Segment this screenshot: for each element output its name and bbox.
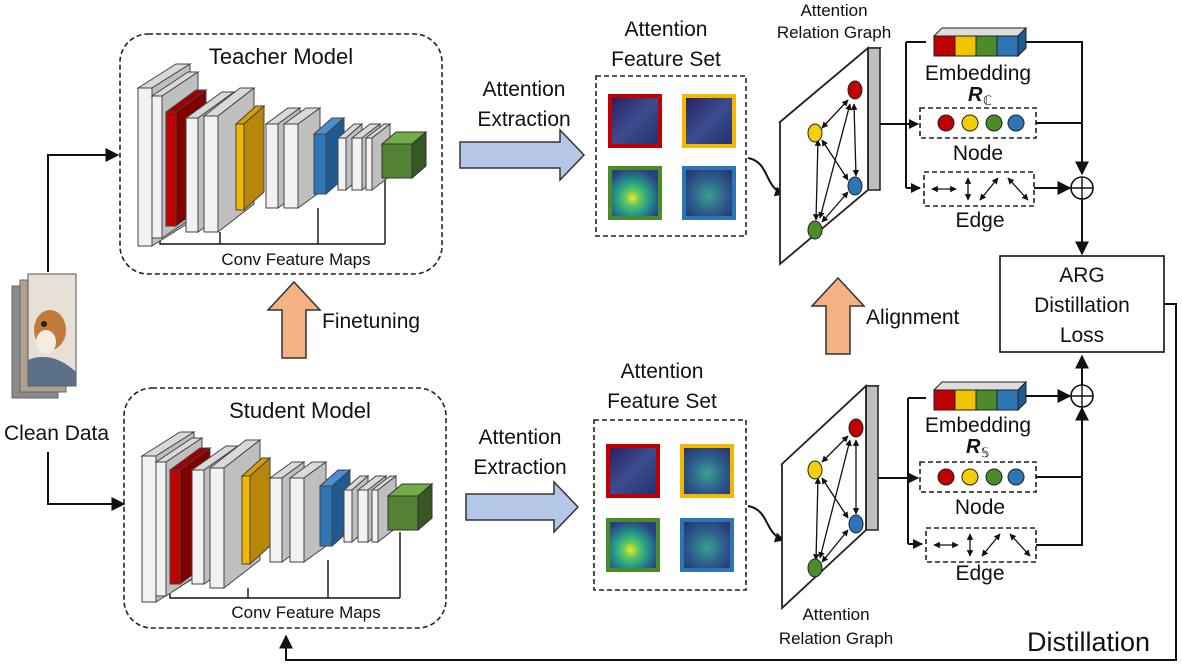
arg-loss-box — [999, 255, 1165, 353]
extraction-top-arrow — [459, 128, 586, 182]
edge-top-label: Edge — [955, 209, 1004, 232]
finetuning-label: Finetuning — [322, 310, 420, 333]
attention-relation-graph-top — [777, 46, 883, 266]
graph-node-blue — [847, 176, 863, 196]
branch-top: Embedding R ℂ Node Edge — [880, 26, 1094, 256]
teacher-conv-layers — [136, 63, 428, 247]
branch-bottom: Embedding R 𝕊 Node Edge — [878, 354, 1094, 585]
clean-data-label: Clean Data — [4, 422, 109, 445]
feature-map-red — [608, 94, 662, 148]
node-dot-green — [985, 468, 1003, 486]
node-dot-red — [937, 114, 955, 132]
feature-set-top-box — [595, 75, 747, 237]
edge-bottom-to-sum — [1036, 406, 1089, 546]
student-model-box — [123, 387, 447, 629]
clean-to-teacher-arrow — [47, 148, 120, 272]
edge-bottom-arrows — [933, 533, 1031, 557]
graph-node-red — [847, 80, 863, 100]
distillation-feedback-arrow — [279, 303, 1177, 661]
feature-map-yellow — [680, 444, 734, 498]
feature-set-top-line2: Feature Set — [611, 48, 721, 71]
extraction-top-line2: Extraction — [477, 108, 570, 131]
student-conv-layers — [140, 431, 434, 603]
feature-maps-bottom — [606, 444, 734, 572]
node-dot-yellow — [961, 114, 979, 132]
sum-top-icon — [1070, 176, 1094, 200]
sum-bottom-icon — [1070, 384, 1094, 408]
graph-top-line1: Attention — [800, 1, 867, 20]
finetuning-arrow — [266, 280, 322, 359]
loss-line3: Loss — [1060, 324, 1104, 347]
feature-map-blue — [680, 518, 734, 572]
feature-to-graph-bottom-connector — [747, 505, 785, 543]
feature-map-blue — [682, 166, 736, 220]
embedding-top-to-sum — [1026, 41, 1089, 176]
embedding-top-symbol: R — [968, 84, 983, 106]
graph-node-yellow — [807, 460, 823, 480]
embedding-bottom-label: Embedding — [925, 414, 1031, 437]
graph-top-line2: Relation Graph — [777, 23, 891, 42]
embedding-bottom-subscript: 𝕊 — [981, 445, 989, 460]
distillation-label: Distillation — [1027, 627, 1150, 657]
node-dot-red — [937, 468, 955, 486]
node-top-label: Node — [953, 142, 1003, 165]
student-conv-caption: Conv Feature Maps — [231, 603, 380, 622]
feature-set-bottom-line1: Attention — [621, 360, 704, 383]
embedding-top-subscript: ℂ — [983, 93, 992, 108]
node-dot-yellow — [961, 468, 979, 486]
node-dot-blue — [1007, 114, 1025, 132]
feature-set-bottom-box — [593, 419, 747, 591]
teacher-conv-caption: Conv Feature Maps — [221, 250, 370, 269]
feature-map-green — [608, 166, 662, 220]
graph-node-yellow — [807, 123, 823, 143]
feature-map-yellow — [682, 94, 736, 148]
node-dot-blue — [1007, 468, 1025, 486]
clean-data-stack — [11, 273, 77, 399]
extraction-top-line1: Attention — [483, 78, 566, 101]
loss-line1: ARG — [1059, 264, 1105, 287]
student-model-title: Student Model — [229, 398, 371, 423]
feature-map-green — [606, 518, 660, 572]
node-bottom-label: Node — [955, 496, 1005, 519]
feature-set-top-line1: Attention — [625, 18, 708, 41]
graph-node-red — [848, 418, 864, 438]
graph-node-green — [807, 558, 823, 578]
embedding-top-blocks — [932, 26, 1028, 58]
graph-bottom-line2: Relation Graph — [779, 629, 893, 648]
teacher-model-box — [119, 33, 443, 275]
feature-maps-top — [608, 94, 736, 220]
extraction-bottom-line1: Attention — [479, 426, 562, 449]
embedding-bottom-symbol: R — [966, 436, 981, 458]
node-dot-green — [985, 114, 1003, 132]
alignment-arrow — [810, 276, 866, 355]
graph-node-green — [807, 220, 823, 240]
embedding-top-label: Embedding — [925, 62, 1031, 85]
teacher-model-title: Teacher Model — [209, 44, 353, 69]
alignment-label: Alignment — [866, 306, 960, 329]
loss-line2: Distillation — [1034, 294, 1130, 317]
clean-to-student-arrow — [47, 452, 126, 511]
feature-set-bottom-line2: Feature Set — [607, 390, 717, 413]
extraction-bottom-arrow — [465, 480, 580, 534]
extraction-bottom-line2: Extraction — [473, 456, 566, 479]
feature-to-graph-top-connector — [747, 157, 785, 197]
edge-top-arrows — [931, 177, 1029, 201]
edge-bottom-label: Edge — [955, 562, 1004, 585]
embedding-bottom-blocks — [932, 380, 1028, 412]
graph-bottom-line1: Attention — [802, 605, 869, 624]
attention-relation-graph-bottom — [780, 383, 880, 611]
feature-map-red — [606, 444, 660, 498]
graph-node-blue — [848, 514, 864, 534]
